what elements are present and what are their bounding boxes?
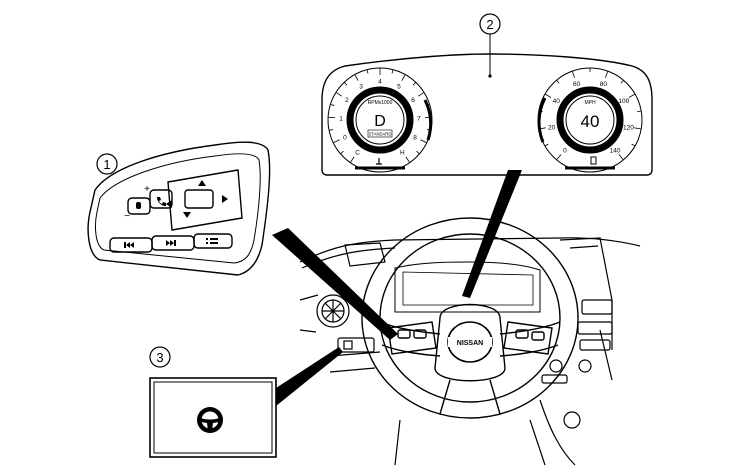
tach-tick bbox=[401, 74, 406, 81]
tach-tick-label: 7 bbox=[417, 115, 421, 122]
drive-mode-box bbox=[367, 129, 393, 138]
tach-tick-label: H bbox=[400, 149, 405, 156]
tach-tick bbox=[330, 103, 335, 106]
down-arrow-icon bbox=[183, 212, 191, 218]
callout-2: 2 bbox=[479, 13, 501, 78]
tach-tick-label: 4 bbox=[378, 79, 382, 86]
tach-tick-label: 3 bbox=[359, 83, 363, 90]
tach-tick bbox=[416, 150, 420, 155]
speed-tick-label: 80 bbox=[600, 81, 608, 88]
tach-tick bbox=[328, 129, 334, 131]
left-arrow-icon bbox=[166, 200, 172, 208]
speed-tick bbox=[571, 70, 575, 78]
speed-tick bbox=[556, 79, 560, 84]
tach-tick bbox=[412, 82, 417, 86]
tachometer: C 0 1 2 3 4 5 6 7 8H RPMx1000 D STANDARD bbox=[327, 67, 433, 173]
speed-arc-left bbox=[537, 97, 547, 143]
tach-tick bbox=[354, 74, 359, 81]
tach-tick-label: C bbox=[355, 149, 360, 156]
volume-up-label: + bbox=[144, 184, 150, 195]
next-track-icon bbox=[166, 240, 176, 246]
callout-1: 1 bbox=[96, 153, 118, 175]
mic-icon bbox=[136, 202, 141, 209]
leader-wedge-indicator bbox=[276, 347, 343, 406]
dash-switch-panel bbox=[337, 337, 375, 353]
tach-tick-label: 8 bbox=[413, 135, 417, 142]
tach-tick bbox=[405, 156, 411, 163]
speed-readout: 40 bbox=[581, 112, 600, 131]
speed-tick bbox=[544, 93, 552, 98]
speedometer: 0 20 40 60 80 100 120 140 MPH 40 bbox=[537, 67, 643, 173]
tach-tick bbox=[417, 92, 425, 97]
ok-button bbox=[184, 189, 214, 209]
instrument-cluster bbox=[321, 53, 653, 176]
steering-switch-pad bbox=[87, 141, 271, 276]
steering-indicator-panel bbox=[149, 377, 277, 458]
speed-tick-label: 120 bbox=[623, 124, 634, 131]
tach-tick-label: 6 bbox=[411, 97, 415, 104]
tach-tick bbox=[333, 139, 340, 144]
four-way-switch bbox=[167, 169, 243, 231]
speed-tick bbox=[544, 143, 549, 147]
speed-tick bbox=[605, 70, 609, 78]
callout-1-number: 1 bbox=[103, 157, 110, 172]
phone-button bbox=[149, 189, 173, 209]
gear-indicator: D bbox=[374, 113, 386, 130]
fuel-icon bbox=[590, 156, 597, 165]
air-vent-left bbox=[316, 294, 350, 328]
speed-tick bbox=[631, 143, 636, 147]
tach-tick bbox=[343, 82, 348, 86]
speed-tick-label: 0 bbox=[563, 147, 567, 154]
speed-tick-label: 140 bbox=[610, 147, 621, 154]
speed-tick bbox=[637, 110, 642, 113]
center-vent bbox=[581, 299, 613, 315]
menu-list-icon bbox=[206, 238, 218, 244]
speed-unit: MPH bbox=[584, 100, 596, 106]
coolant-temp-icon bbox=[376, 158, 382, 165]
callout-3-number: 3 bbox=[156, 350, 163, 365]
speed-tick-label: 40 bbox=[553, 98, 561, 105]
wheel-left-switch-pod bbox=[387, 321, 437, 355]
speed-tick-label: 60 bbox=[573, 81, 581, 88]
speed-tick-label: 100 bbox=[618, 98, 629, 105]
tach-tick bbox=[349, 156, 355, 163]
up-arrow-icon bbox=[198, 180, 206, 186]
leader-wedge-switches bbox=[272, 228, 398, 340]
callout-2-number: 2 bbox=[486, 17, 493, 32]
callout-3: 3 bbox=[149, 346, 171, 368]
steering-wheel-icon bbox=[197, 407, 223, 433]
tach-unit: RPMx1000 bbox=[368, 100, 393, 106]
nissan-logo-text: NISSAN bbox=[457, 340, 483, 347]
tach-tick-label: 1 bbox=[339, 115, 343, 122]
tach-tick-label: 2 bbox=[345, 97, 349, 104]
leader-wedge-cluster bbox=[462, 170, 522, 298]
speed-tick bbox=[634, 127, 642, 130]
wheel-right-switch-pod bbox=[503, 321, 553, 355]
volume-down-label: − bbox=[124, 211, 130, 222]
speed-tick bbox=[618, 154, 624, 161]
tach-tick bbox=[340, 150, 344, 155]
tach-tick-label: 0 bbox=[343, 135, 347, 142]
phone-icon bbox=[157, 197, 166, 206]
switch-pad-glyphs: + − bbox=[124, 180, 228, 248]
dashboard bbox=[299, 237, 641, 466]
tach-tick bbox=[366, 69, 369, 74]
drive-mode: STANDARD bbox=[369, 132, 392, 137]
prev-track-icon bbox=[124, 242, 134, 248]
speed-tick bbox=[556, 154, 562, 161]
right-arrow-icon bbox=[222, 195, 228, 203]
tach-tick bbox=[335, 92, 343, 97]
tach-tick bbox=[420, 139, 427, 144]
speed-tick bbox=[628, 93, 636, 98]
tach-tick bbox=[391, 69, 394, 74]
steering-wheel bbox=[361, 217, 579, 419]
menu-button bbox=[193, 233, 233, 249]
tach-tick-label: 5 bbox=[397, 83, 401, 90]
speed-tick-label: 20 bbox=[548, 124, 556, 131]
tach-red-zone bbox=[423, 99, 433, 141]
speed-tick bbox=[620, 79, 624, 84]
